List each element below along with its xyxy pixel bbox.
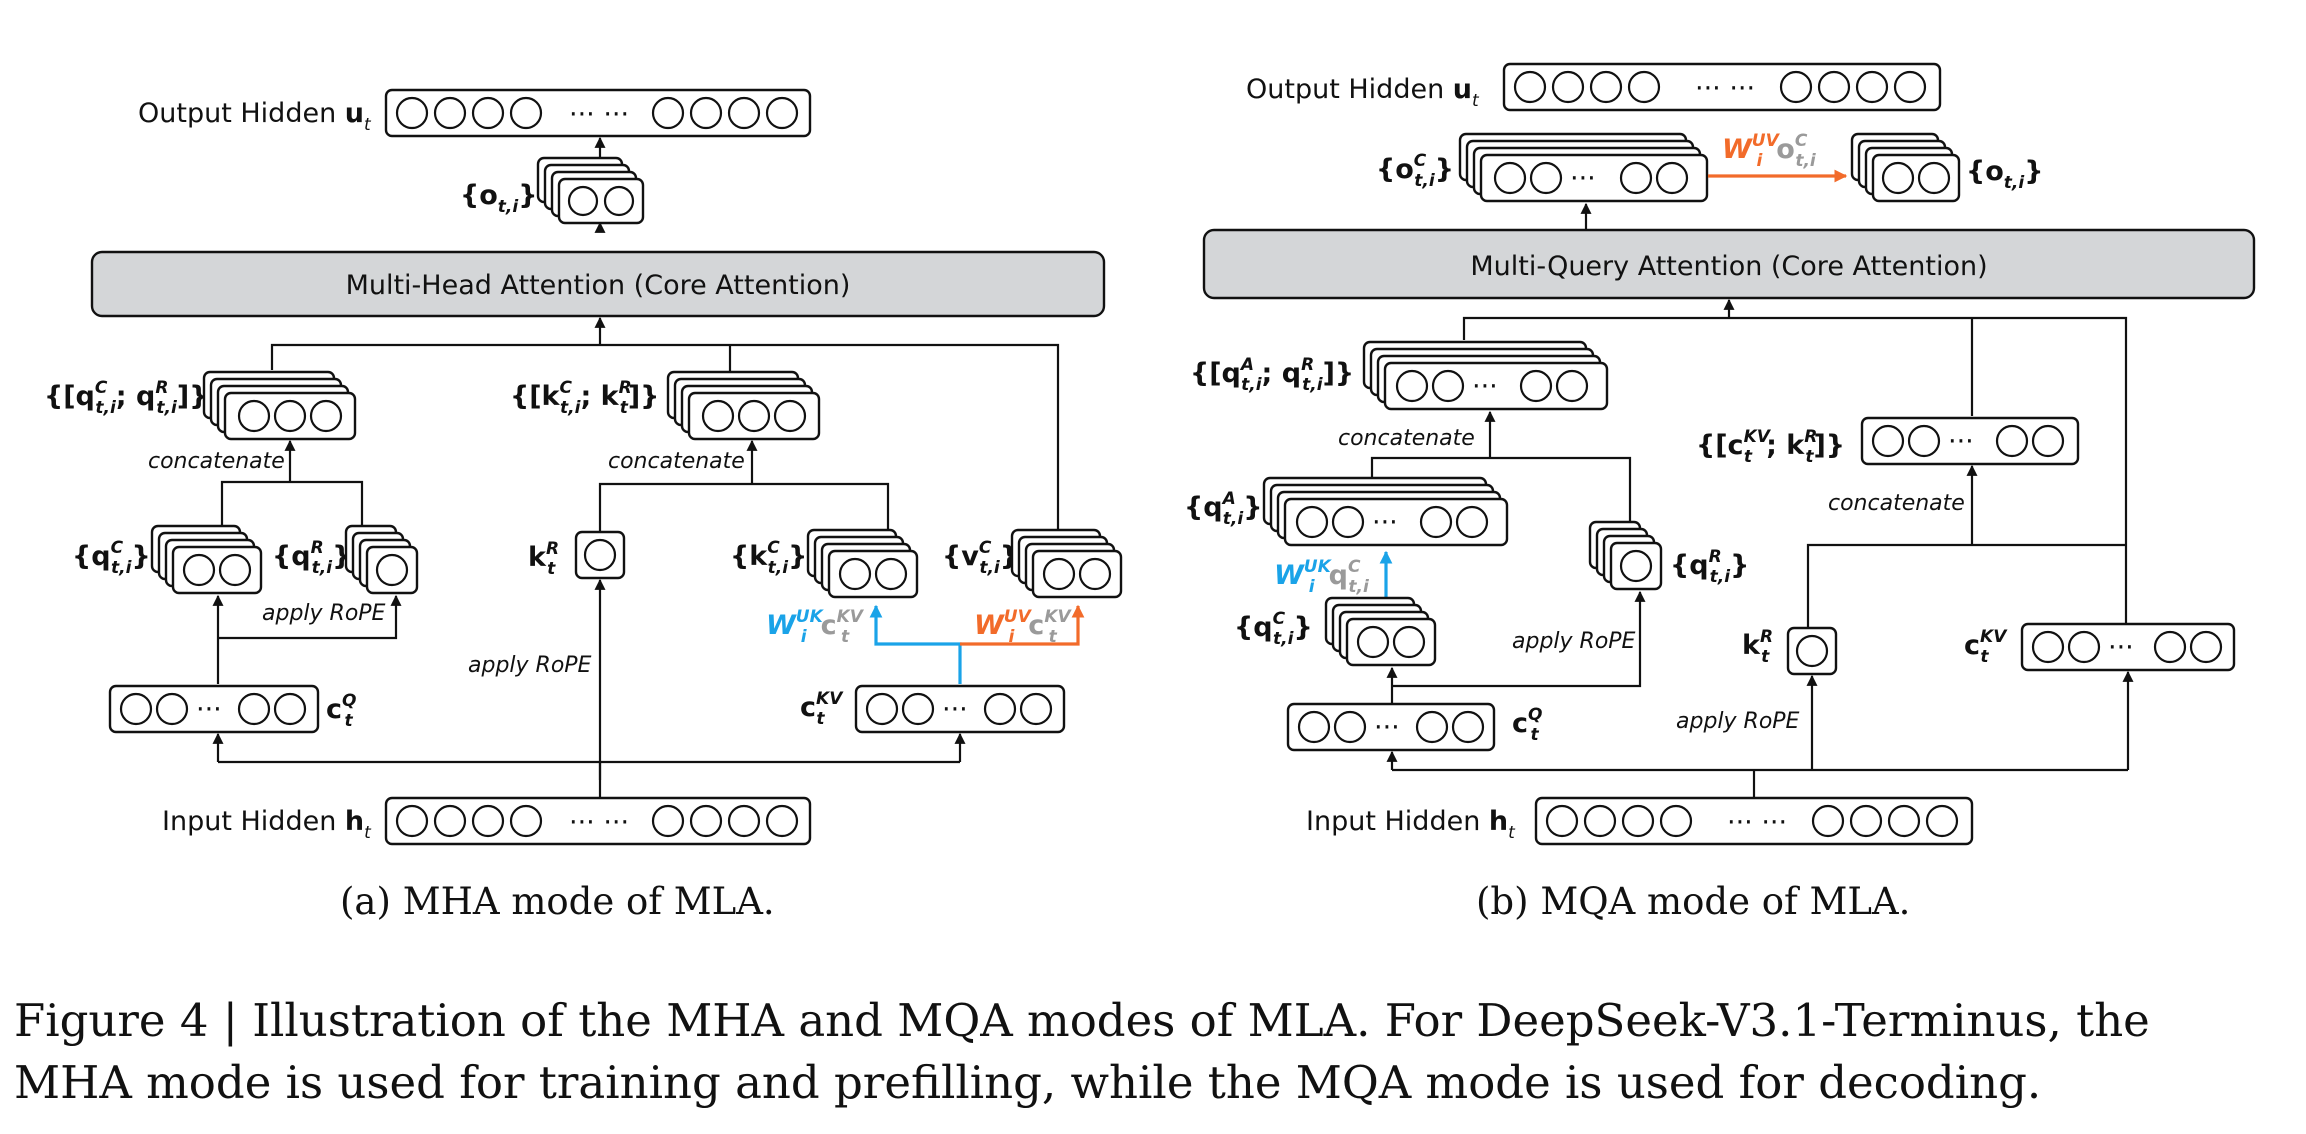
a-apply-rope-q: apply RoPE xyxy=(262,601,386,626)
a-core-attention-box xyxy=(90,250,1106,318)
a-kc-stack xyxy=(806,528,919,599)
caption-line-2: MHA mode is used for training and prefil… xyxy=(14,1056,2042,1109)
b-apply-rope-k: apply RoPE xyxy=(1676,709,1800,734)
a-apply-rope-k: apply RoPE xyxy=(468,653,592,678)
a-concat-k-label: concatenate xyxy=(608,449,745,474)
caption-line-1: Figure 4 | Illustration of the MHA and M… xyxy=(14,994,2150,1047)
b-ckv-concat-box: ··· xyxy=(1860,416,2080,466)
b-qc-stack xyxy=(1324,596,1437,667)
b-concat-q-label: concatenate xyxy=(1338,426,1475,451)
b-oc-ellipsis: ··· xyxy=(1570,163,1596,194)
b-o-stack xyxy=(1850,132,1961,203)
a-kr-box xyxy=(574,530,626,580)
a-vc-stack xyxy=(1010,528,1123,599)
a-ckv-ellipsis: ··· xyxy=(942,694,968,725)
b-qr-stack xyxy=(1588,520,1663,591)
b-input-hidden-vector: ··· ··· xyxy=(1534,796,1974,846)
a-ckv-vector: ··· xyxy=(854,684,1066,734)
a-input-hidden-vector: ··· ··· xyxy=(384,796,812,846)
figure-caption: Figure 4 | Illustration of the MHA and M… xyxy=(14,990,2294,1114)
a-input-ellipsis: ··· ··· xyxy=(569,807,629,838)
b-input-hidden-label: Input Hidden ht xyxy=(1306,806,1516,843)
a-qr-stack xyxy=(344,524,419,595)
b-subcaption: (b) MQA mode of MLA. xyxy=(1476,880,1910,923)
a-q-concat-stack xyxy=(202,370,357,441)
b-output-hidden-vector: ··· ··· xyxy=(1502,62,1942,112)
b-core-attention-box xyxy=(1202,228,2256,300)
b-qa-concat-stack: ··· xyxy=(1362,340,1609,411)
b-output-ellipsis: ··· ··· xyxy=(1695,73,1755,104)
b-ckv-ellipsis: ··· xyxy=(2108,632,2134,663)
panel-a-mha-mode: Output Hidden ut ··· ··· {ot,i} Multi-He… xyxy=(44,88,1123,923)
b-cq-vector: ··· xyxy=(1286,702,1496,752)
a-qc-stack xyxy=(150,524,263,595)
a-input-hidden-label: Input Hidden ht xyxy=(162,806,372,843)
b-qa-concat-ellipsis: ··· xyxy=(1472,371,1498,402)
b-qa-ellipsis: ··· xyxy=(1372,507,1398,538)
a-o-label: {ot,i} xyxy=(460,180,537,217)
b-qa-stack: ··· xyxy=(1262,476,1509,547)
a-k-concat-stack xyxy=(666,370,821,441)
a-concat-q-label: concatenate xyxy=(148,449,285,474)
a-output-hidden-label: Output Hidden ut xyxy=(138,98,372,135)
a-subcaption: (a) MHA mode of MLA. xyxy=(340,880,775,923)
a-output-hidden-vector: ··· ··· xyxy=(384,88,812,138)
b-input-ellipsis: ··· ··· xyxy=(1727,807,1787,838)
b-oc-stack: ··· xyxy=(1458,132,1709,203)
b-ckv-vector: ··· xyxy=(2020,622,2236,672)
a-core-attention-label: Multi-Head Attention (Core Attention) xyxy=(346,270,851,301)
b-apply-rope-q: apply RoPE xyxy=(1512,629,1636,654)
b-o-label: {ot,i} xyxy=(1966,156,2043,193)
b-kr-box xyxy=(1786,626,1838,676)
a-cq-vector: ··· xyxy=(108,684,320,734)
b-output-hidden-label: Output Hidden ut xyxy=(1246,74,1480,111)
b-cq-ellipsis: ··· xyxy=(1374,712,1400,743)
a-o-stack xyxy=(536,156,645,225)
a-cq-ellipsis: ··· xyxy=(196,694,222,725)
b-concat-kv-label: concatenate xyxy=(1828,491,1965,516)
b-core-attention-label: Multi-Query Attention (Core Attention) xyxy=(1470,251,1987,282)
a-output-ellipsis: ··· ··· xyxy=(569,99,629,130)
b-ckv-concat-ellipsis: ··· xyxy=(1948,426,1974,457)
